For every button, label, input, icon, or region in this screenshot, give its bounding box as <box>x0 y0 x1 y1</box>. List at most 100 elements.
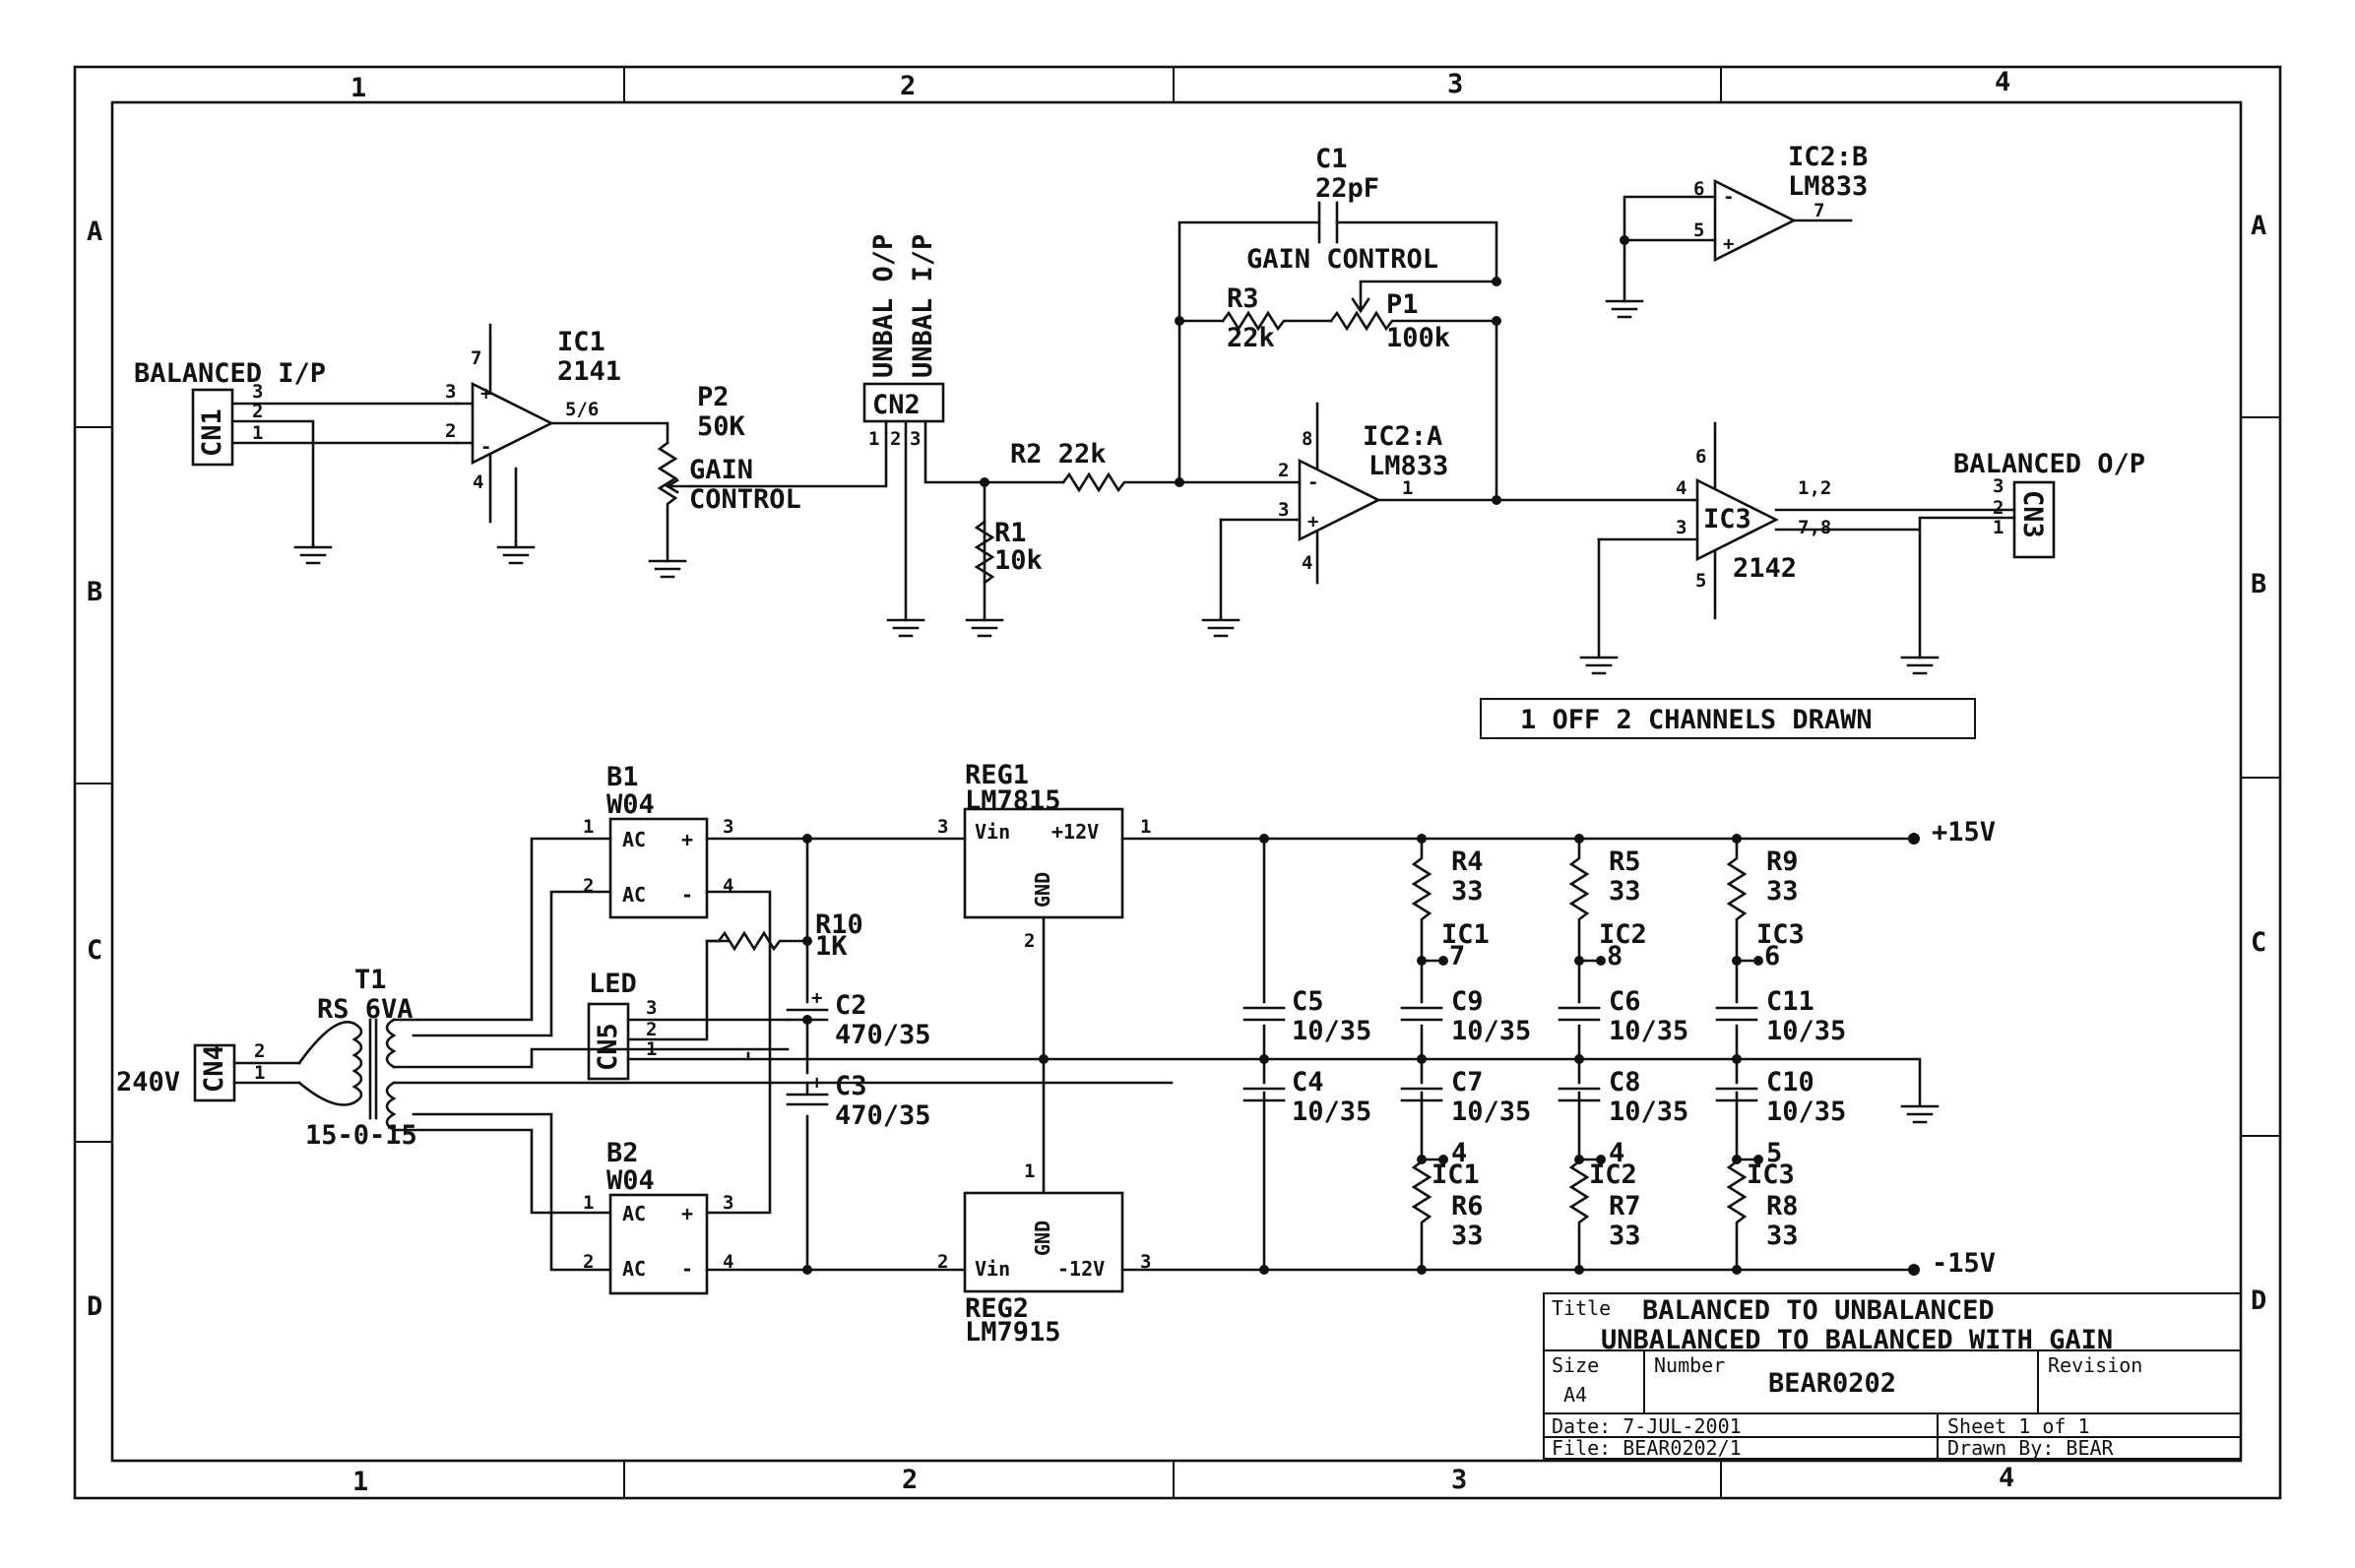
zone-row-a-left: A <box>87 217 102 247</box>
p1-ref: P1 <box>1386 289 1419 320</box>
transformer-wires <box>392 837 1174 1215</box>
svg-text:Vin: Vin <box>975 820 1010 844</box>
cn4-label: CN4 <box>199 1044 229 1093</box>
reg1-part: LM7815 <box>965 785 1061 816</box>
revision-label: Revision <box>2048 1353 2142 1377</box>
plus-rail-label: +15V <box>1932 817 1996 847</box>
svg-text:2: 2 <box>583 875 594 897</box>
svg-text:6: 6 <box>1695 446 1706 468</box>
svg-text:3: 3 <box>252 381 263 403</box>
ground-symbol <box>1900 656 1940 675</box>
minus-rail-label: -15V <box>1932 1248 1996 1279</box>
svg-text:3: 3 <box>445 381 456 403</box>
channels-note: 1 OFF 2 CHANNELS DRAWN <box>1480 698 1976 739</box>
svg-text:3: 3 <box>646 997 657 1019</box>
ic3-supply-column: R9 33 IC3 6 C11 10/35 C10 10/35 5 IC3 R8… <box>1715 834 1846 1275</box>
ground-symbol <box>1605 299 1644 319</box>
b1-ref: B1 <box>606 762 639 792</box>
zone-col-1-bottom: 1 <box>352 1467 368 1497</box>
ground-symbol <box>1579 656 1619 675</box>
ic3-output-wires <box>1597 508 2016 659</box>
svg-text:7: 7 <box>1449 941 1465 972</box>
svg-text:IC2: IC2 <box>1589 1160 1637 1190</box>
svg-text:2: 2 <box>445 420 456 442</box>
svg-text:1: 1 <box>1993 517 2004 538</box>
svg-text:2: 2 <box>583 1251 594 1273</box>
reg1-ref: REG1 <box>965 760 1029 790</box>
p2-value: 50K <box>697 411 746 442</box>
r1-value: 10k <box>994 545 1043 576</box>
svg-text:2: 2 <box>646 1019 657 1040</box>
r2-resistor: R2 22k <box>1010 439 1181 493</box>
svg-text:C6: C6 <box>1609 986 1641 1017</box>
svg-text:+: + <box>1307 511 1318 533</box>
r4-value: 33 <box>1451 876 1484 907</box>
r1-ref: R1 <box>994 518 1027 548</box>
svg-text:4: 4 <box>1676 477 1687 499</box>
led-label: LED <box>589 969 637 999</box>
svg-text:8: 8 <box>1302 428 1312 450</box>
size-label: Size <box>1552 1353 1599 1377</box>
r7-value: 33 <box>1609 1221 1641 1251</box>
channels-note-text: 1 OFF 2 CHANNELS DRAWN <box>1520 705 1873 735</box>
ic1-output-wire <box>549 421 669 445</box>
r3-resistor: R3 22k <box>1221 283 1333 353</box>
svg-text:-: - <box>480 436 491 458</box>
svg-text:10/35: 10/35 <box>1609 1097 1688 1127</box>
svg-text:4: 4 <box>723 1251 733 1273</box>
svg-text:-12V: -12V <box>1057 1257 1105 1281</box>
cn5-led-connector: CN5 LED 3 2 1 <box>587 969 657 1081</box>
svg-text:+: + <box>480 383 491 405</box>
r5-value: 33 <box>1609 876 1641 907</box>
r5-ref: R5 <box>1609 847 1641 877</box>
svg-text:2: 2 <box>254 1040 265 1062</box>
b2-part: W04 <box>606 1165 655 1196</box>
svg-text:IC1: IC1 <box>1432 1160 1480 1190</box>
svg-text:-: - <box>1307 471 1318 493</box>
svg-text:+: + <box>811 987 822 1009</box>
svg-text:1: 1 <box>1024 1160 1035 1182</box>
zone-col-3-top: 3 <box>1447 69 1463 99</box>
svg-text:1: 1 <box>868 428 879 450</box>
svg-text:-: - <box>681 1257 693 1281</box>
svg-text:1: 1 <box>254 1062 265 1084</box>
svg-text:4: 4 <box>473 471 483 493</box>
svg-text:10/35: 10/35 <box>1766 1016 1846 1046</box>
svg-text:+12V: +12V <box>1051 820 1099 844</box>
ground-symbol <box>293 543 333 565</box>
c2-ref: C2 <box>835 990 867 1021</box>
svg-text:GND: GND <box>1031 872 1054 908</box>
r6-ref: R6 <box>1451 1191 1484 1222</box>
ic1-opamp: + - 3 2 7 4 IC1 2141 5/6 <box>445 323 621 543</box>
svg-text:Vin: Vin <box>975 1257 1010 1281</box>
svg-text:3: 3 <box>1993 475 2004 497</box>
drawn-by-field: Drawn By: BEAR <box>1947 1436 2115 1460</box>
svg-text:1: 1 <box>583 816 594 838</box>
cn3-label: CN3 <box>2017 490 2048 538</box>
ic3-pins-78: 7,8 <box>1798 517 1831 538</box>
ic2a-ref: IC2:A <box>1363 421 1442 452</box>
bridge-output-wires <box>705 837 809 1272</box>
svg-text:+: + <box>681 1202 693 1225</box>
svg-text:2: 2 <box>1024 930 1035 952</box>
b2-ref: B2 <box>606 1138 639 1168</box>
zone-row-a-right: A <box>2251 211 2266 241</box>
r10-resistor: R10 1K <box>705 909 863 962</box>
zone-col-4-top: 4 <box>1995 67 2010 97</box>
title-line-2: UNBALANCED TO BALANCED WITH GAIN <box>1601 1325 2113 1355</box>
c3-ref: C3 <box>835 1071 867 1101</box>
t1-ref: T1 <box>354 965 387 995</box>
svg-text:3: 3 <box>1278 499 1289 521</box>
ic2a-opamp: - + 2 3 8 4 1 IC2:A LM833 <box>1178 402 1448 585</box>
svg-text:-: - <box>681 883 693 907</box>
transformer-wires-2 <box>412 890 612 1272</box>
zone-row-d-left: D <box>87 1291 102 1322</box>
title-label: Title <box>1552 1296 1611 1320</box>
svg-text:4: 4 <box>1451 1138 1467 1168</box>
svg-text:+: + <box>1723 233 1734 255</box>
mains-label: 240V <box>116 1067 180 1098</box>
zone-row-c-left: C <box>87 935 102 966</box>
r4-ref: R4 <box>1451 847 1484 877</box>
zone-col-2-top: 2 <box>900 71 916 101</box>
svg-text:AC: AC <box>622 1202 646 1225</box>
